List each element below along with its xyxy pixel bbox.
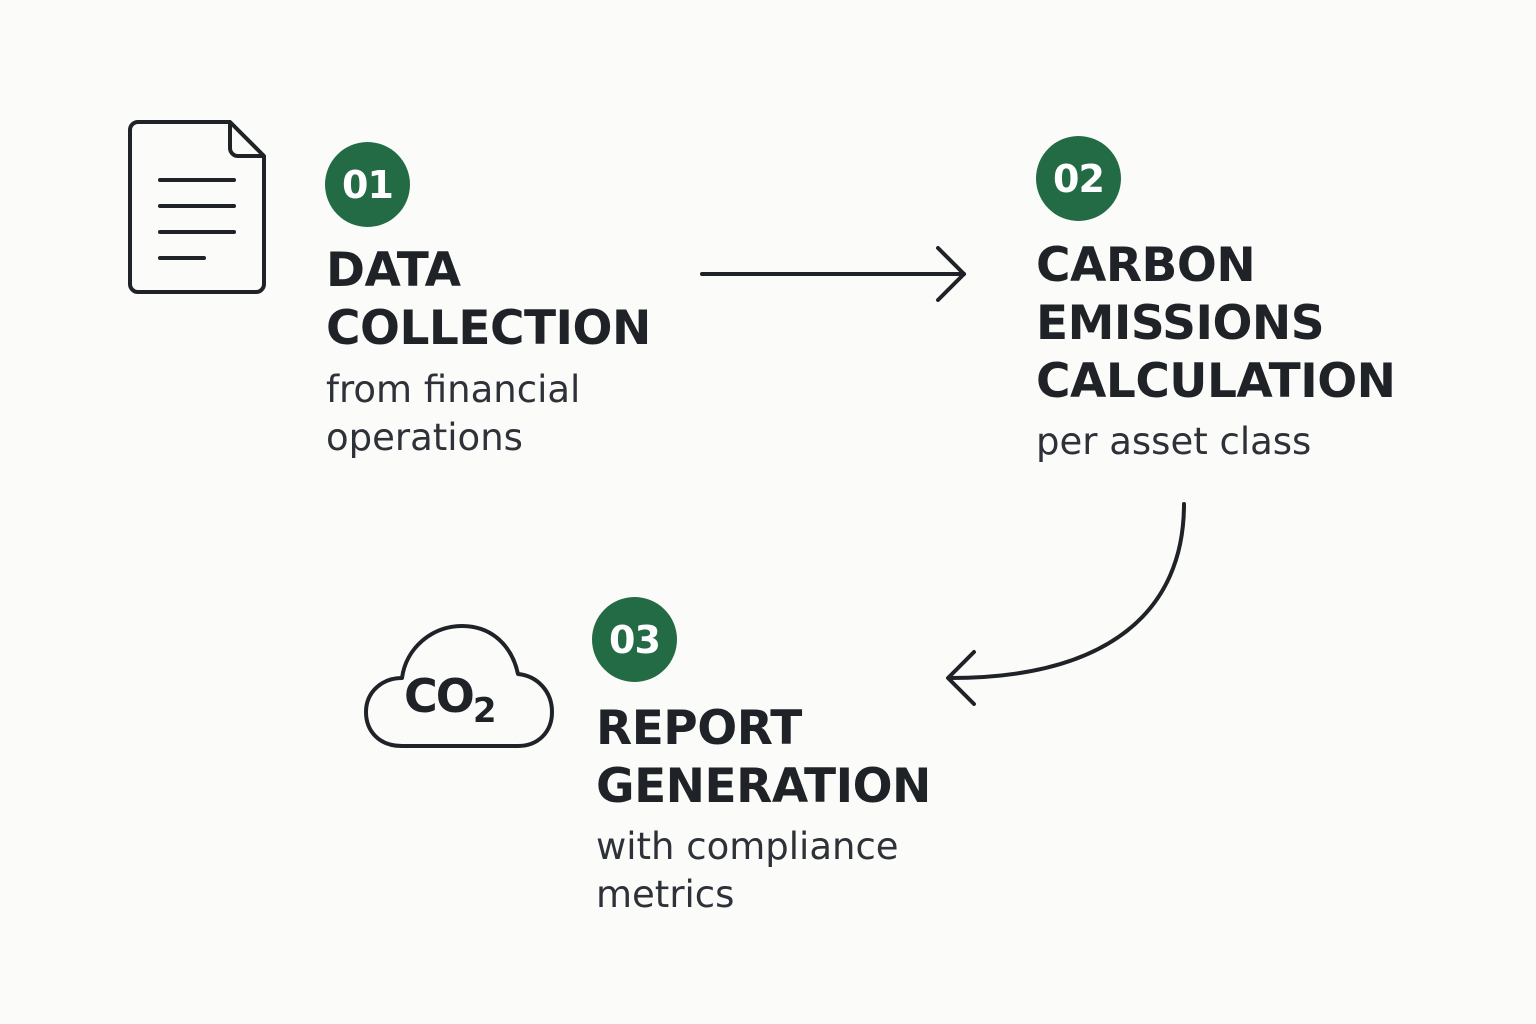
step-subtitle-03-line-2: metrics — [596, 873, 735, 916]
step-title-01: DATA COLLECTION — [326, 242, 651, 358]
step-subtitle-03: with compliance metrics — [596, 823, 899, 919]
co2-label-text: CO — [404, 669, 475, 723]
step-subtitle-03-line-1: with compliance — [596, 825, 899, 868]
step-title-03-line-2: GENERATION — [596, 759, 931, 814]
step-number-badge-02: 02 — [1036, 136, 1121, 221]
arrow-right-connector — [700, 246, 966, 302]
co2-label-subscript: 2 — [472, 691, 497, 731]
step-subtitle-02: per asset class — [1036, 418, 1311, 466]
co2-label: CO2 — [404, 669, 497, 731]
step-subtitle-01-line-1: from financial — [326, 368, 581, 411]
step-subtitle-02-line-1: per asset class — [1036, 420, 1312, 463]
step-title-03: REPORT GENERATION — [596, 700, 931, 816]
step-title-01-line-1: DATA — [326, 243, 461, 298]
step-title-01-line-2: COLLECTION — [326, 301, 651, 356]
step-title-03-line-1: REPORT — [596, 701, 802, 756]
step-title-02-line-3: CALCULATION — [1036, 354, 1396, 409]
step-subtitle-01-line-2: operations — [326, 416, 523, 459]
document-icon — [128, 120, 266, 294]
step-title-02: CARBON EMISSIONS CALCULATION — [1036, 237, 1396, 411]
step-number-badge-03: 03 — [592, 597, 677, 682]
step-number-badge-01: 01 — [325, 142, 410, 227]
co2-cloud-icon — [364, 624, 554, 748]
step-subtitle-01: from financial operations — [326, 366, 580, 462]
step-title-02-line-1: CARBON — [1036, 238, 1256, 293]
step-title-02-line-2: EMISSIONS — [1036, 296, 1325, 351]
arrow-curved-connector — [946, 502, 1186, 706]
